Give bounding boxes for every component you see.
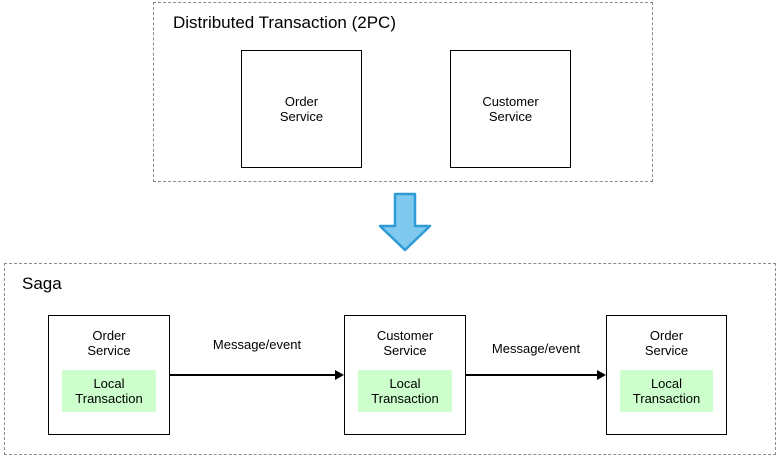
service-box-label: Customer Service xyxy=(482,94,539,124)
arrow-head xyxy=(335,370,344,380)
local-transaction-chip: Local Transaction xyxy=(358,370,452,412)
message-arrow-1 xyxy=(170,369,344,381)
service-box-label: Order Service xyxy=(87,328,131,358)
group-distributed-transaction xyxy=(153,2,653,182)
arrow-head xyxy=(597,370,606,380)
arrow-shaft xyxy=(170,374,335,376)
service-box-customer-service-saga[interactable]: Customer Service Local Transaction xyxy=(344,315,466,435)
service-box-order-service-2pc[interactable]: Order Service xyxy=(241,50,362,168)
local-transaction-chip: Local Transaction xyxy=(62,370,156,412)
service-box-label: Customer Service xyxy=(376,328,434,358)
arrow-shaft xyxy=(466,374,597,376)
message-arrow-2 xyxy=(466,369,606,381)
group-saga xyxy=(4,263,776,455)
service-box-label: Order Service xyxy=(644,328,689,358)
service-box-label: Order Service xyxy=(279,94,324,124)
down-arrow-icon xyxy=(378,192,432,252)
local-transaction-chip: Local Transaction xyxy=(620,370,713,412)
message-event-label-1: Message/event xyxy=(212,337,302,352)
group-distributed-transaction-title: Distributed Transaction (2PC) xyxy=(173,13,396,32)
service-box-order-service-saga-1[interactable]: Order Service Local Transaction xyxy=(48,315,170,435)
service-box-order-service-saga-2[interactable]: Order Service Local Transaction xyxy=(606,315,727,435)
message-event-label-2: Message/event xyxy=(491,341,581,356)
service-box-customer-service-2pc[interactable]: Customer Service xyxy=(450,50,571,168)
group-saga-title: Saga xyxy=(22,274,62,293)
